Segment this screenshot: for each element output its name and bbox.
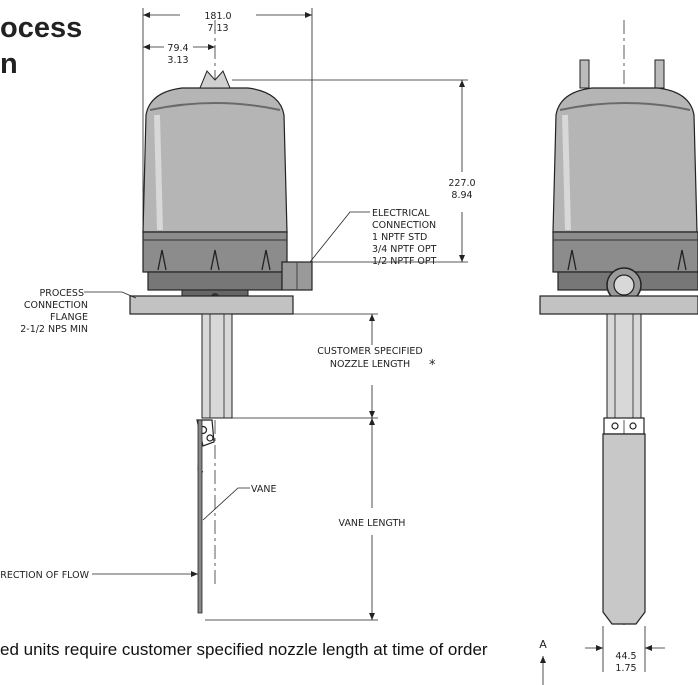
label-electrical-3: 1 NPTF STD — [372, 232, 427, 243]
dim-width-in: 7.13 — [207, 23, 228, 34]
section-heading-line1: ocess — [0, 12, 83, 44]
label-process-1: PROCESS — [39, 288, 84, 299]
section-heading-line2: n — [0, 48, 18, 80]
label-electrical-2: CONNECTION — [372, 220, 436, 231]
front-vane — [602, 433, 646, 625]
dim-offset-mm: 79.4 — [167, 43, 188, 54]
side-view — [129, 20, 313, 614]
front-view — [539, 20, 698, 685]
label-electrical-4: 3/4 NPTF OPT — [372, 244, 437, 255]
section-mark-a: A — [539, 638, 547, 651]
dimension-lines — [84, 8, 468, 621]
label-asterisk: * — [429, 358, 436, 373]
label-process-4: 2-1/2 NPS MIN — [20, 324, 88, 335]
dim-vane-width-in: 1.75 — [615, 663, 636, 674]
housing-dome — [142, 87, 288, 233]
label-process-2: CONNECTION — [24, 300, 88, 311]
label-vane-length: VANE LENGTH — [339, 518, 406, 529]
vane — [197, 419, 203, 614]
label-vane: VANE — [251, 484, 277, 495]
process-flange — [129, 295, 294, 315]
front-process-flange — [539, 295, 698, 315]
dim-height-in: 8.94 — [451, 190, 472, 201]
dim-vane-width-mm: 44.5 — [615, 651, 636, 662]
nozzle — [201, 313, 233, 419]
label-electrical-1: ELECTRICAL — [372, 208, 430, 219]
dim-width-mm: 181.0 — [204, 11, 231, 22]
dim-height-mm: 227.0 — [448, 178, 475, 189]
label-process-3: FLANGE — [50, 312, 88, 323]
housing-cap — [199, 70, 231, 89]
label-electrical-5: 1/2 NPTF OPT — [372, 256, 437, 267]
label-nozzle-1: CUSTOMER SPECIFIED — [317, 346, 423, 357]
dim-offset-in: 3.13 — [167, 55, 188, 66]
front-housing-dome — [552, 87, 698, 233]
label-nozzle-2: NOZZLE LENGTH — [330, 359, 410, 370]
label-direction-of-flow: DIRECTION OF FLOW — [0, 570, 90, 581]
footnote: ed units require customer specified nozz… — [0, 640, 488, 659]
